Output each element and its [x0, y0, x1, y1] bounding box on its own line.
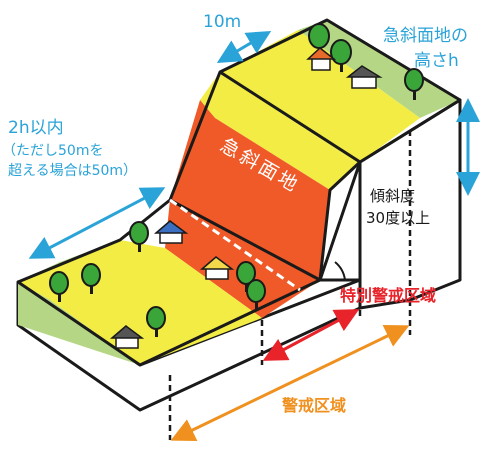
special-zone-label: 特別警戒区域: [340, 286, 436, 305]
house-icon: [306, 47, 337, 71]
house-icon: [199, 256, 235, 280]
lower-width-label-3: 超える場合は50m）: [8, 163, 137, 179]
house-icon: [345, 65, 383, 89]
tree-icon: [330, 39, 352, 72]
special-zone-boundary: [169, 198, 301, 292]
tree-icon: [246, 279, 266, 310]
angle-label-1: 傾斜度: [370, 187, 415, 205]
tree-icon: [81, 263, 101, 294]
angle-arc: [334, 261, 346, 281]
tree-icon: [146, 306, 166, 337]
house-icon: [109, 325, 145, 349]
lower-width-label-1: 2h以内: [8, 118, 64, 138]
angle-label-2: 30度以上: [366, 209, 430, 227]
tree-icon: [404, 68, 424, 100]
top-yellow-strip: [220, 30, 420, 165]
slope-yellow-band: [200, 72, 358, 190]
cliff-height-label-1: 急斜面地の: [383, 26, 468, 46]
lower-width-arrow: [28, 187, 166, 259]
slope-bottom-edge: [169, 198, 321, 282]
top-width-arrow: [216, 30, 272, 64]
cliff-height-label-2: 高さh: [414, 51, 459, 71]
tree-icon: [49, 271, 69, 302]
warning-zone-label: 警戒区域: [281, 396, 346, 415]
warning-zone-arrow: [170, 325, 410, 441]
lower-width-label-2: （ただし50mを: [2, 143, 103, 159]
slope-top-edge: [219, 70, 361, 164]
top-width-label: 10m: [203, 12, 241, 32]
cliff-cross-section: [318, 160, 362, 282]
tree-icon: [236, 261, 256, 292]
